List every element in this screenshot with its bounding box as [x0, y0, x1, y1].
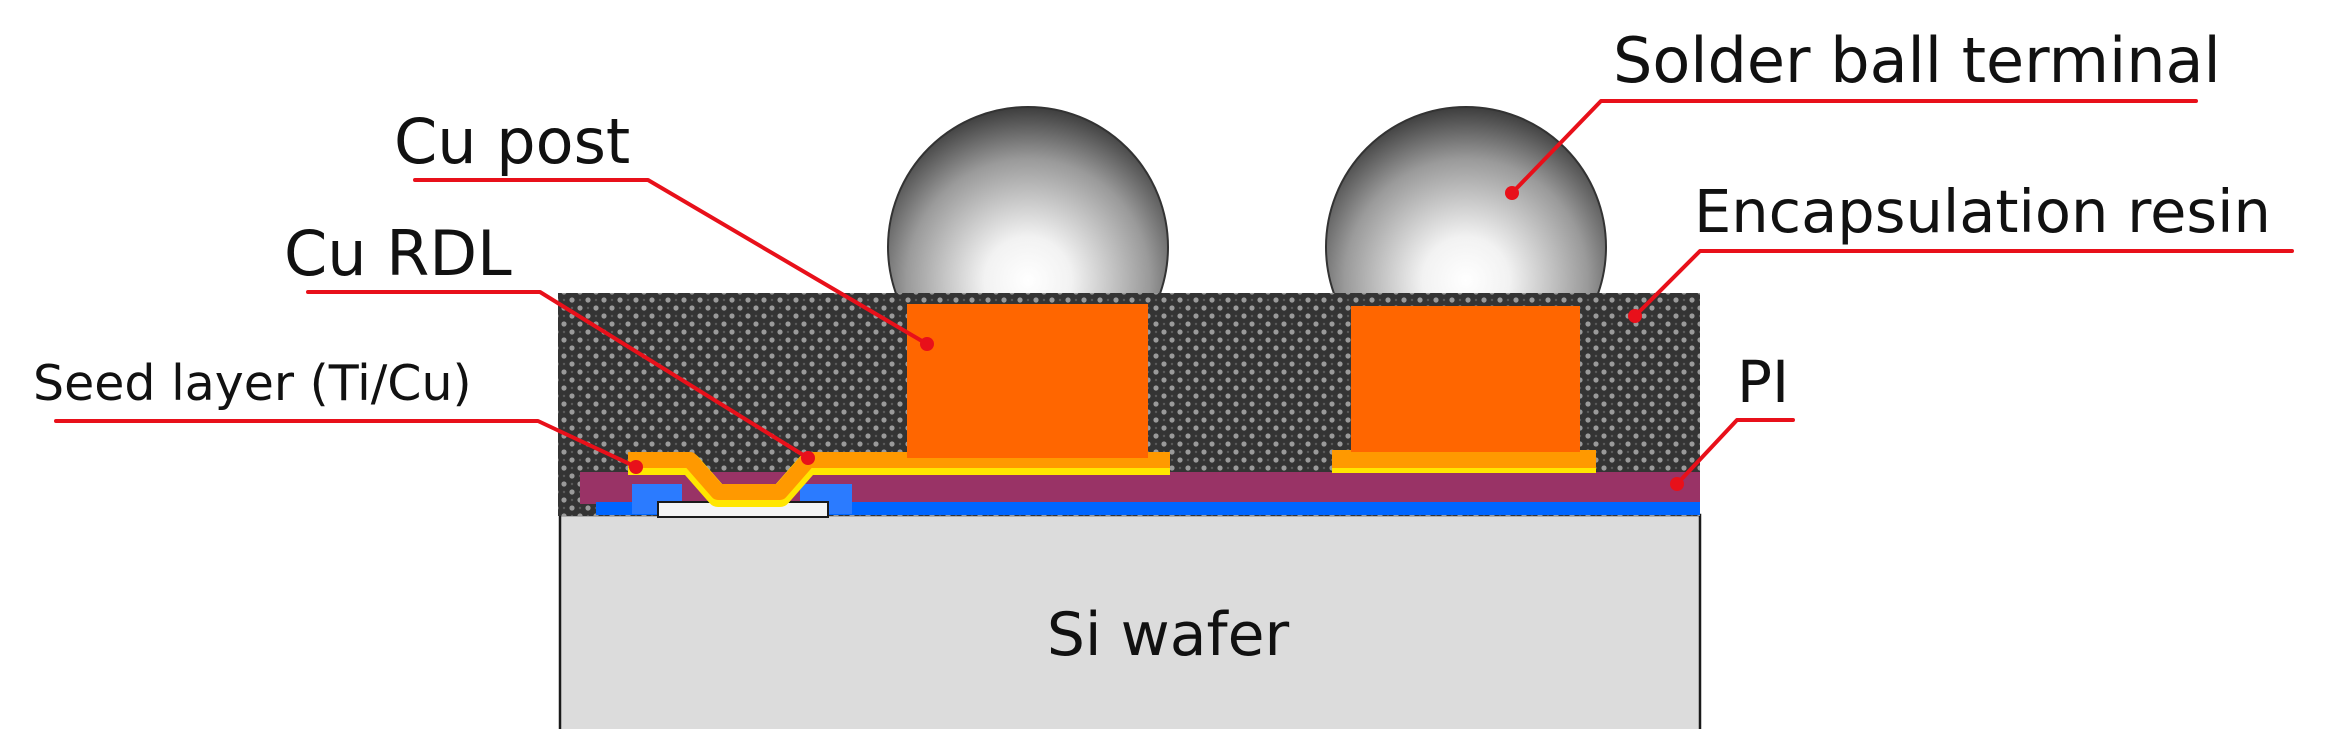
- callout-line-pi: [1675, 418, 1795, 486]
- label-cu-rdl: Cu RDL: [284, 217, 512, 290]
- callout-line-cu-post: [413, 178, 929, 346]
- callout-dot-cu-post: [920, 337, 934, 351]
- solder-ball-right: [1325, 106, 1607, 310]
- solder-ball-terminals: [887, 106, 1607, 310]
- cu-rdl-trace: [628, 452, 1170, 500]
- cu-rdl: [628, 450, 1596, 507]
- callout-dot-cu-rdl: [801, 451, 815, 465]
- callouts: [54, 99, 2294, 491]
- callout-dot-pi: [1670, 477, 1684, 491]
- callout-line-solder-ball: [1510, 99, 2198, 195]
- callout-dot-solder-ball: [1505, 186, 1519, 200]
- solder-ball-left: [887, 106, 1169, 310]
- labels: Solder ball terminal Cu post Encapsulati…: [33, 24, 2271, 416]
- label-encapsulation-resin: Encapsulation resin: [1694, 177, 2271, 246]
- passivation-layer: [596, 502, 1700, 515]
- callout-line-cu-rdl: [306, 290, 810, 460]
- label-solder-ball-terminal: Solder ball terminal: [1613, 24, 2221, 97]
- label-pi: PI: [1737, 348, 1789, 416]
- callout-line-resin: [1633, 249, 2294, 318]
- cu-post-right: [1351, 306, 1580, 452]
- cu-rdl-pad-right: [1332, 450, 1596, 470]
- callout-line-seed-layer: [54, 419, 638, 469]
- label-cu-post: Cu post: [394, 105, 630, 178]
- label-seed-layer: Seed layer (Ti/Cu): [33, 355, 472, 412]
- callout-dot-resin: [1628, 309, 1642, 323]
- seed-layer-pad-right: [1332, 468, 1596, 473]
- si-wafer: Si wafer: [558, 513, 1702, 729]
- cu-post-left: [907, 304, 1148, 458]
- si-wafer-body: [558, 513, 1702, 729]
- callout-dot-seed-layer: [629, 460, 643, 474]
- si-wafer-label: Si wafer: [1047, 600, 1290, 670]
